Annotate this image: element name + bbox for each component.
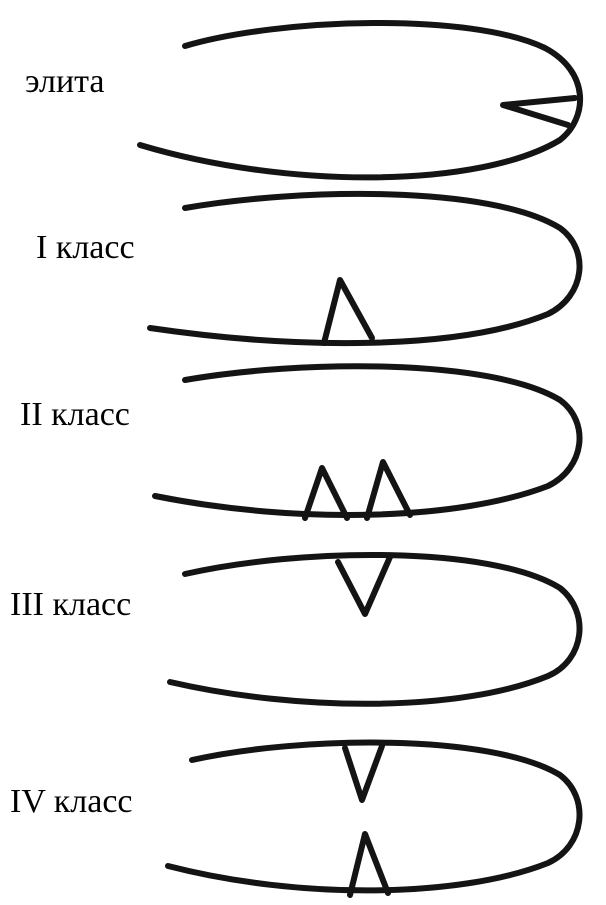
- row-label-elite: элита: [25, 63, 105, 100]
- notch-mark: [338, 557, 390, 614]
- row-class-2: II класс: [20, 366, 580, 518]
- row-class-1: I класс: [36, 194, 580, 343]
- row-label-class-4: IV класс: [10, 783, 133, 820]
- curl-outline: [155, 366, 580, 515]
- row-label-class-3: III класс: [10, 586, 131, 623]
- row-label-class-1: I класс: [36, 229, 135, 266]
- notch-mark: [324, 280, 372, 343]
- notch-mark: [305, 468, 347, 518]
- notch-mark: [345, 746, 382, 800]
- notch-mark: [350, 834, 388, 895]
- notch-mark: [503, 98, 575, 125]
- curl-outline: [140, 23, 580, 177]
- curl-outline: [170, 555, 580, 704]
- row-elite: элита: [25, 23, 580, 177]
- notch-mark: [367, 462, 410, 518]
- row-class-3: III класс: [10, 555, 580, 704]
- row-class-4: IV класс: [10, 743, 580, 895]
- row-label-class-2: II класс: [20, 396, 130, 433]
